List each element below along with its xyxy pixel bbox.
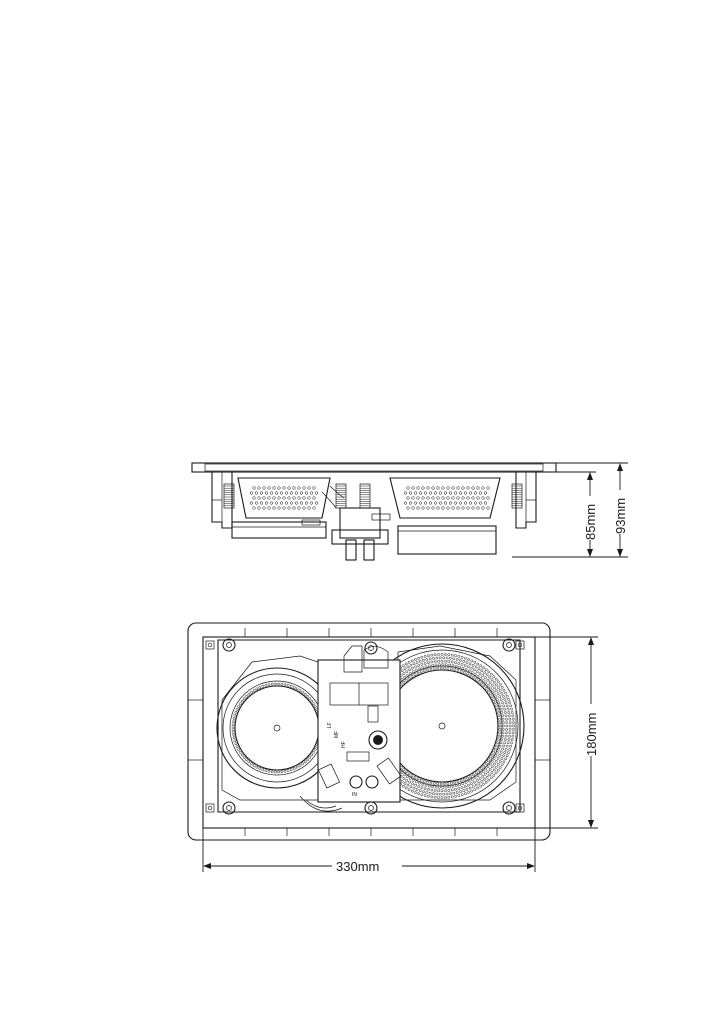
- front-dimensions: 180mm 330mm: [202, 636, 599, 874]
- board-label-in: IN: [352, 792, 357, 798]
- front-view: HF MF LF IN: [187, 622, 551, 841]
- depth-dimensions: 85mm 93mm: [512, 462, 628, 558]
- board-label-hf: HF: [341, 741, 347, 748]
- board-label-mf: MF: [334, 731, 340, 738]
- board-label-lf: LF: [327, 722, 333, 728]
- depth-total-label: 93mm: [613, 498, 628, 534]
- depth-inner-label: 85mm: [583, 504, 598, 540]
- width-label: 330mm: [336, 859, 379, 874]
- height-label: 180mm: [584, 713, 599, 756]
- side-view: [191, 462, 557, 561]
